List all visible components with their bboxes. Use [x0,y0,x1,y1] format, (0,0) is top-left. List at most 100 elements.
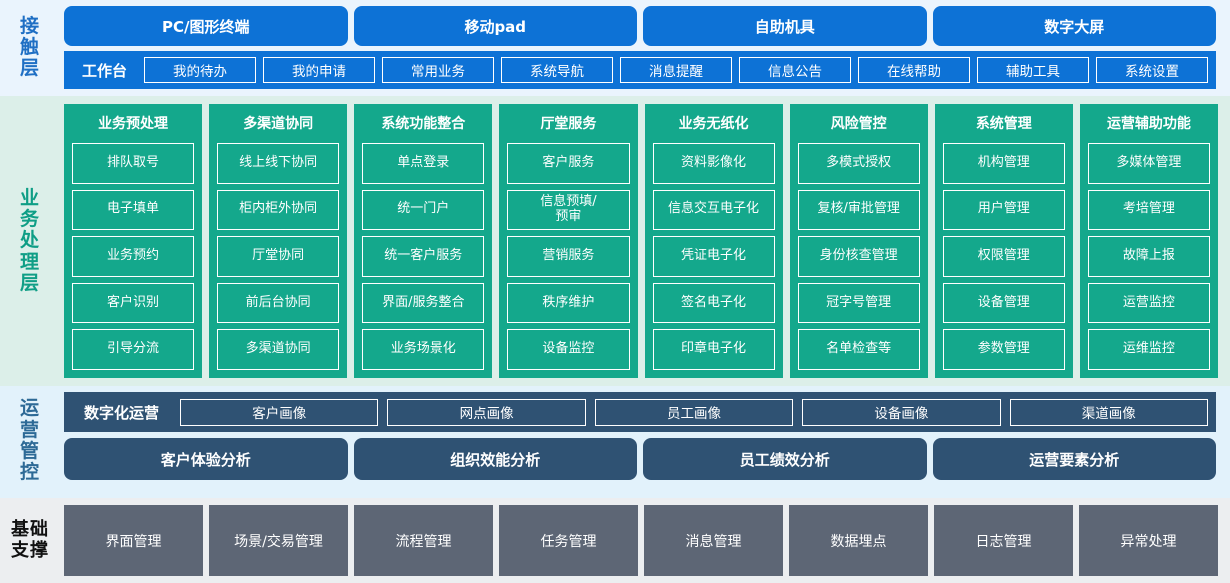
business-item[interactable]: 设备管理 [942,282,1065,324]
analysis-customer-experience[interactable]: 客户体验分析 [64,438,348,480]
business-item[interactable]: 排队取号 [72,143,195,184]
label-char: 营 [19,418,40,441]
foundation-support-label-text: 基础 支撑 [11,520,49,560]
foundation-item-exception-handling[interactable]: 异常处理 [1079,505,1218,576]
contact-layer-band: 接 触 层 PC/图形终端 移动pad 自助机具 数字大屏 工作台 我的待办 我… [0,0,1230,96]
foundation-item-scene-transaction[interactable]: 场景/交易管理 [209,505,348,576]
terminal-card-row: PC/图形终端 移动pad 自助机具 数字大屏 [64,6,1216,46]
business-layer-body: 业务预处理 排队取号 电子填单 业务预约 客户识别 引导分流 多渠道协同 线上线… [60,104,1230,378]
terminal-card-digital-screen[interactable]: 数字大屏 [932,6,1216,46]
business-item[interactable]: 设备监控 [507,329,630,370]
terminal-card-mobile-pad[interactable]: 移动pad [353,6,637,46]
business-item[interactable]: 界面/服务整合 [362,282,485,324]
business-layer-label: 业 务 处 理 层 [0,104,60,378]
label-char: 管 [19,440,40,462]
foundation-item-task-management[interactable]: 任务管理 [499,505,638,576]
portrait-channel[interactable]: 渠道画像 [1009,398,1208,426]
terminal-card-pc[interactable]: PC/图形终端 [64,6,348,46]
nav-item-my-todo[interactable]: 我的待办 [144,57,257,83]
business-item[interactable]: 信息交互电子化 [652,189,775,231]
portrait-branch[interactable]: 网点画像 [387,398,586,426]
business-item[interactable]: 印章电子化 [652,329,775,370]
operations-control-body: 数字化运营 客户画像 网点画像 员工画像 设备画像 渠道画像 客户体验分析 组织… [60,392,1230,490]
business-item[interactable]: 签名电子化 [652,282,775,324]
foundation-item-process-management[interactable]: 流程管理 [354,505,493,576]
business-column-multichannel: 多渠道协同 线上线下协同 柜内柜外协同 厅堂协同 前后台协同 多渠道协同 [209,104,348,378]
business-item[interactable]: 柜内柜外协同 [217,189,340,231]
business-item[interactable]: 前后台协同 [217,282,340,324]
analysis-operation-factors[interactable]: 运营要素分析 [932,438,1216,480]
foundation-item-ui-management[interactable]: 界面管理 [64,505,203,576]
business-item[interactable]: 线上线下协同 [217,143,340,184]
portrait-employee[interactable]: 员工画像 [594,398,794,426]
business-item[interactable]: 运维监控 [1087,329,1210,370]
foundation-item-log-management[interactable]: 日志管理 [934,505,1073,576]
business-column-risk-control: 风险管控 多模式授权 复核/审批管理 身份核查管理 冠字号管理 名单检查等 [789,104,928,378]
business-item[interactable]: 冠字号管理 [797,282,920,324]
business-item[interactable]: 权限管理 [942,236,1065,277]
terminal-card-self-service[interactable]: 自助机具 [643,6,927,46]
business-item[interactable]: 多媒体管理 [1087,143,1210,184]
business-item[interactable]: 统一门户 [362,189,485,231]
contact-layer-label-text: 接 触 层 [19,14,40,80]
nav-item-system-navigation[interactable]: 系统导航 [501,57,614,83]
nav-item-my-application[interactable]: 我的申请 [263,57,376,83]
business-item[interactable]: 营销服务 [507,236,630,277]
portrait-device[interactable]: 设备画像 [802,398,1001,426]
business-layer-band: 业 务 处 理 层 业务预处理 排队取号 电子填单 业务预约 客户识别 引导分流… [0,96,1230,386]
business-item[interactable]: 多模式授权 [797,143,920,184]
business-item[interactable]: 机构管理 [942,143,1065,184]
business-item[interactable]: 参数管理 [942,329,1065,370]
column-title: 运营辅助功能 [1106,116,1191,132]
label-char: 处 [19,229,40,252]
foundation-item-message-management[interactable]: 消息管理 [644,505,783,576]
foundation-support-band: 基础 支撑 界面管理 场景/交易管理 流程管理 任务管理 消息管理 数据埋点 日… [0,498,1230,583]
business-item[interactable]: 考培管理 [1087,189,1210,231]
business-item[interactable]: 秩序维护 [507,282,630,324]
business-item[interactable]: 复核/审批管理 [797,189,920,231]
foundation-support-body: 界面管理 场景/交易管理 流程管理 任务管理 消息管理 数据埋点 日志管理 异常… [60,505,1230,576]
business-item[interactable]: 客户识别 [72,282,195,324]
business-item[interactable]: 凭证电子化 [652,236,775,277]
analysis-organization-efficiency[interactable]: 组织效能分析 [353,438,637,480]
foundation-item-data-tracking[interactable]: 数据埋点 [789,505,928,576]
column-title: 厅堂服务 [540,116,597,132]
digital-operations-row: 数字化运营 客户画像 网点画像 员工画像 设备画像 渠道画像 [64,392,1216,432]
foundation-item-row: 界面管理 场景/交易管理 流程管理 任务管理 消息管理 数据埋点 日志管理 异常… [64,505,1218,576]
nav-item-system-settings[interactable]: 系统设置 [1096,57,1209,83]
business-column-paperless: 业务无纸化 资料影像化 信息交互电子化 凭证电子化 签名电子化 印章电子化 [644,104,783,378]
nav-item-message-reminder[interactable]: 消息提醒 [620,57,733,83]
nav-item-aux-tools[interactable]: 辅助工具 [977,57,1090,83]
business-item[interactable]: 电子填单 [72,189,195,231]
nav-item-common-business[interactable]: 常用业务 [382,57,495,83]
business-item[interactable]: 用户管理 [942,189,1065,231]
contact-layer-body: PC/图形终端 移动pad 自助机具 数字大屏 工作台 我的待办 我的申请 常用… [60,6,1230,89]
business-item[interactable]: 名单检查等 [797,329,920,370]
business-item[interactable]: 单点登录 [362,143,485,184]
nav-item-online-help[interactable]: 在线帮助 [858,57,971,83]
business-item[interactable]: 资料影像化 [652,143,775,184]
business-item[interactable]: 多渠道协同 [217,329,340,370]
business-item[interactable]: 身份核查管理 [797,236,920,277]
business-item[interactable]: 业务场景化 [362,329,485,370]
business-column-operation-support: 运营辅助功能 多媒体管理 考培管理 故障上报 运营监控 运维监控 [1079,104,1218,378]
business-item[interactable]: 厅堂协同 [217,236,340,277]
operations-control-label-text: 运 营 管 控 [20,398,40,483]
label-char: 控 [19,461,40,484]
business-item[interactable]: 客户服务 [507,143,630,184]
business-item[interactable]: 业务预约 [72,236,195,277]
analysis-employee-performance[interactable]: 员工绩效分析 [643,438,927,480]
analysis-row: 客户体验分析 组织效能分析 员工绩效分析 运营要素分析 [64,438,1216,480]
business-column-preprocessing: 业务预处理 排队取号 电子填单 业务预约 客户识别 引导分流 [64,104,203,378]
business-item[interactable]: 故障上报 [1087,236,1210,277]
label-char: 接 [19,14,40,37]
business-item[interactable]: 运营监控 [1087,282,1210,324]
business-column-lobby-service: 厅堂服务 客户服务 信息预填/ 预审 营销服务 秩序维护 设备监控 [499,104,638,378]
nav-item-announcement[interactable]: 信息公告 [739,57,852,83]
portrait-customer[interactable]: 客户画像 [180,398,379,426]
business-item[interactable]: 信息预填/ 预审 [507,189,630,231]
workbench-title: 工作台 [82,61,128,80]
business-item[interactable]: 引导分流 [72,329,195,370]
business-item[interactable]: 统一客户服务 [362,236,485,277]
